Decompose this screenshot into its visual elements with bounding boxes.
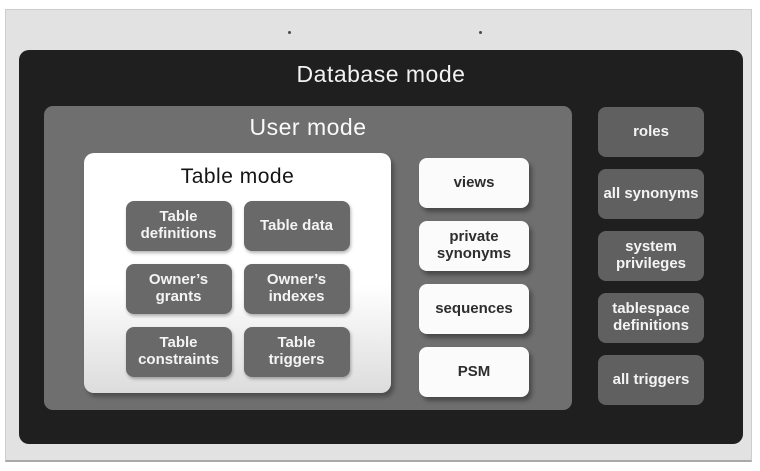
figure-panel: Database mode User mode Table mode Table… (5, 9, 752, 462)
user-mode-item-sequences: sequences (419, 284, 529, 334)
table-mode-item-table-triggers: Table triggers (243, 327, 350, 377)
user-mode-item-psm: PSM (419, 347, 529, 397)
scan-speck (479, 31, 482, 34)
table-mode-grid: Table definitions Table data Owner’s gra… (125, 201, 350, 377)
user-mode-title: User mode (249, 114, 367, 140)
user-mode-item-private-synonyms: private synonyms (419, 221, 529, 271)
table-mode-item-owners-grants: Owner’s grants (125, 264, 232, 314)
table-mode-item-table-data: Table data (243, 201, 350, 251)
database-mode-item-all-synonyms: all synonyms (598, 169, 704, 219)
user-mode-box: User mode Table mode Table definitions T… (44, 106, 572, 410)
scan-speck (288, 31, 291, 34)
database-mode-item-roles: roles (598, 107, 704, 157)
table-mode-item-owners-indexes: Owner’s indexes (243, 264, 350, 314)
user-mode-item-column: views private synonyms sequences PSM (419, 158, 529, 397)
database-mode-item-column: roles all synonyms system privileges tab… (598, 107, 704, 405)
database-mode-title: Database mode (296, 61, 466, 87)
database-mode-item-system-privileges: system privileges (598, 231, 704, 281)
table-mode-item-table-constraints: Table constraints (125, 327, 232, 377)
table-mode-title: Table mode (180, 165, 295, 188)
table-mode-box: Table mode Table definitions Table data … (84, 153, 391, 393)
table-mode-item-table-definitions: Table definitions (125, 201, 232, 251)
user-mode-item-views: views (419, 158, 529, 208)
database-mode-item-tablespace-definitions: tablespace definitions (598, 293, 704, 343)
database-mode-item-all-triggers: all triggers (598, 355, 704, 405)
database-mode-box: Database mode User mode Table mode Table… (19, 50, 743, 444)
